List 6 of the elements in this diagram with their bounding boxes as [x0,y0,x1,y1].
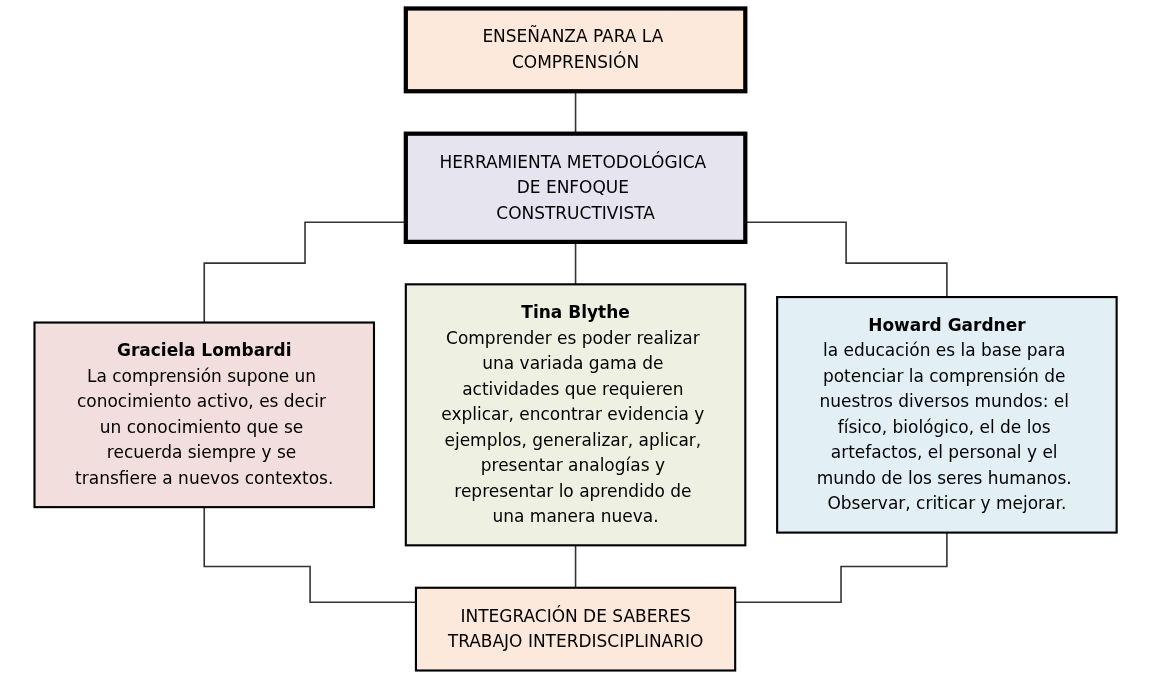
node-box: Graciela Lombardi La comprensión supone un conocimiento activo, es decir un conocimiento que se recuerda siempre y se transfiere a nuevos contextos. [33,321,375,509]
node-box: Howard Gardner la educación es la base para potenciar la comprensión de nuestros diversos mundos: el físico, biológico, el de los artefactos, el personal y el mundo de los seres humanos. Observar, criticar y mejorar. [776,296,1118,534]
node-box: Tina Blythe Comprender es poder realizar una variada gama de actividades que requieren explicar, encontrar evidencia y ejemplos, generalizar, aplicar, presentar analogías y representar lo aprendido de una manera nueva. [404,283,747,547]
node-box: HERRAMIENTA METODOLÓGICA DE ENFOQUE CONSTRUCTIVISTA [403,131,748,244]
node-box: INTEGRACIÓN DE SABERES TRABAJO INTERDISCIPLINARIO [414,586,737,672]
node-box: ENSEÑANZA PARA LA COMPRENSIÓN [403,6,748,94]
